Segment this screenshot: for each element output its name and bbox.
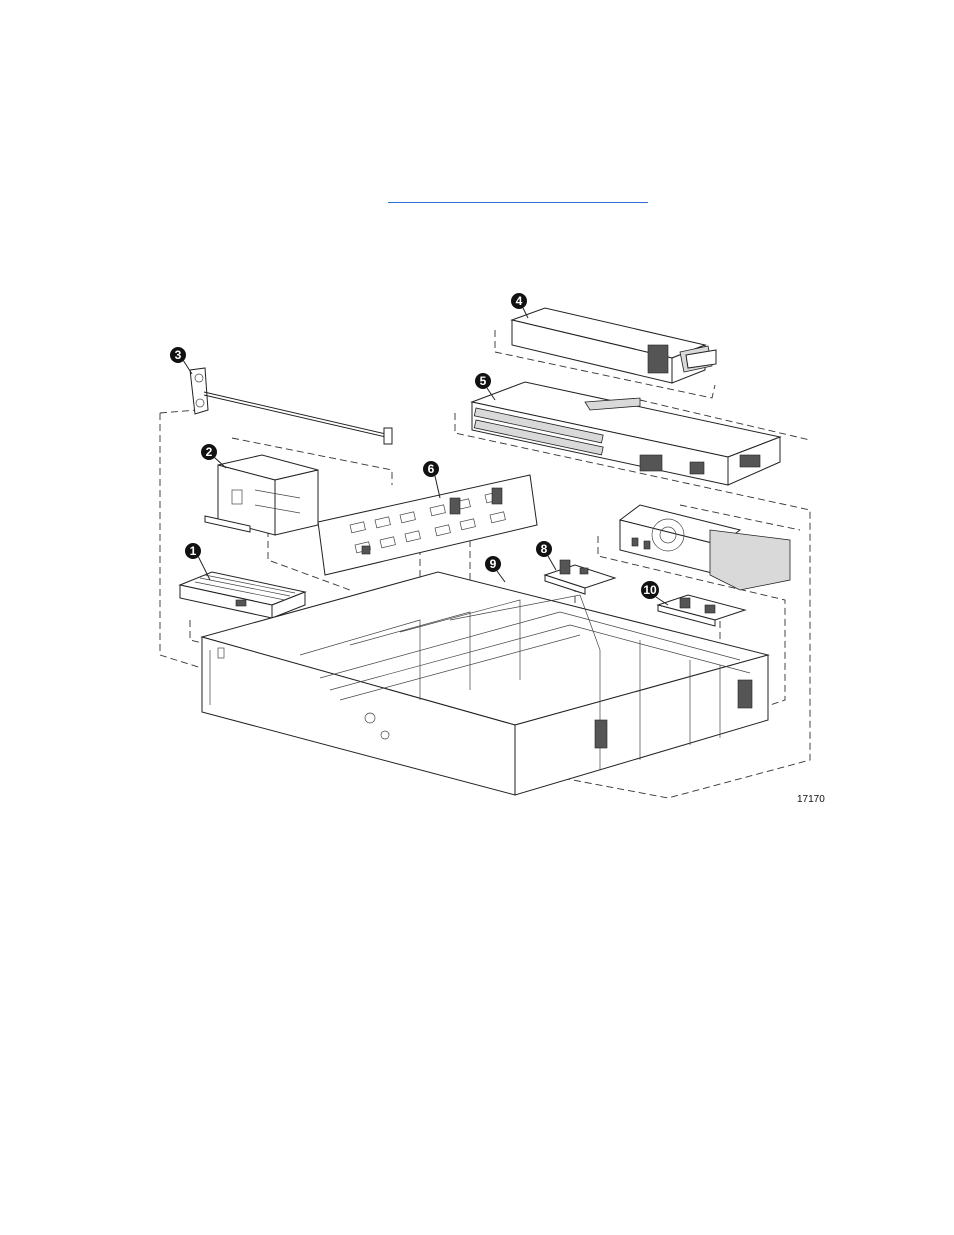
figure-id-label: 17170 bbox=[797, 794, 825, 805]
svg-text:4: 4 bbox=[516, 294, 523, 308]
callout-6: 6 bbox=[423, 461, 439, 477]
svg-text:2: 2 bbox=[206, 445, 213, 459]
svg-text:10: 10 bbox=[643, 583, 657, 597]
backplane-part bbox=[318, 475, 537, 575]
drive-carrier-part bbox=[180, 572, 305, 618]
callout-10: 10 bbox=[641, 581, 659, 599]
fan-module-part bbox=[620, 505, 790, 590]
callout-9: 9 bbox=[485, 556, 501, 572]
small-board-part bbox=[545, 560, 615, 594]
callout-5: 5 bbox=[475, 373, 491, 389]
svg-text:9: 9 bbox=[490, 557, 497, 571]
drive-cage-part bbox=[205, 455, 318, 535]
svg-text:8: 8 bbox=[541, 542, 548, 556]
svg-text:6: 6 bbox=[428, 462, 435, 476]
controller-module-part bbox=[472, 382, 780, 485]
callout-4: 4 bbox=[511, 293, 527, 309]
small-board-part-10 bbox=[658, 595, 745, 626]
svg-text:3: 3 bbox=[175, 348, 182, 362]
svg-text:5: 5 bbox=[480, 374, 487, 388]
bracket-rod-part bbox=[190, 368, 392, 444]
callout-8: 8 bbox=[536, 541, 552, 557]
power-supply-part bbox=[512, 308, 716, 383]
svg-text:1: 1 bbox=[190, 544, 197, 558]
